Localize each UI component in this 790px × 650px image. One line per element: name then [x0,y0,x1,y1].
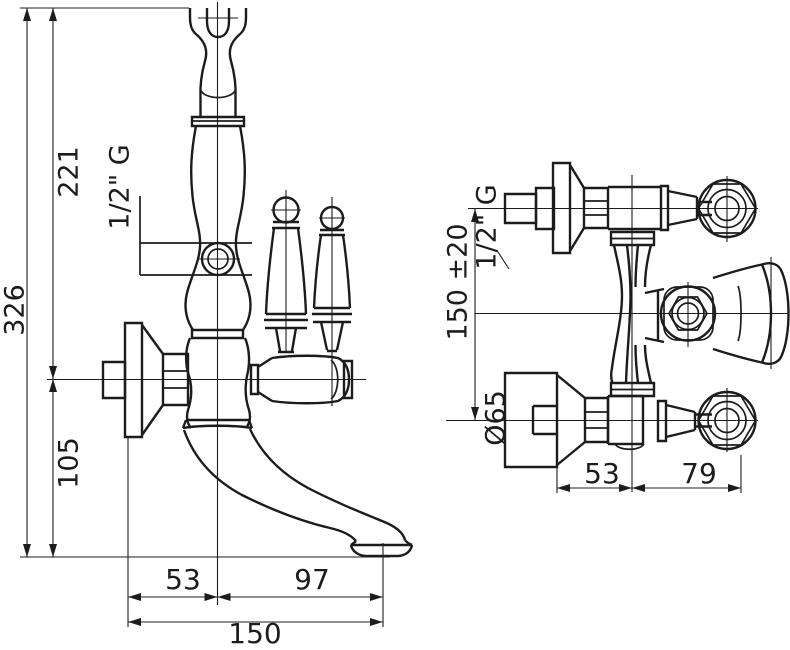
dim-label-overall-height: 326 [0,284,31,336]
fork-cradle [188,8,208,117]
column [184,125,202,331]
side-view-dimensions [20,2,390,627]
spout [248,428,407,541]
front-view-dimensions [446,175,788,493]
dim-label-lower-height: 105 [53,437,85,489]
dim-label-depth-total: 150 [228,617,282,650]
diverter-coupling [249,363,260,396]
upper-union [503,161,757,255]
side-view-linework [101,8,414,558]
dim-label-upper-height: 221 [53,146,85,198]
shower-port [139,196,252,276]
dim-label-centers-distance: 150 ±20 [442,223,474,341]
dim-label-flange-diameter: Ø65 [480,390,512,446]
dim-label-thread-side: 1/2" G [104,144,136,230]
dim-label-thread-front: 1/2" G [471,184,503,270]
central-column [609,230,656,398]
dim-label-axis-to-spout: 97 [294,563,330,596]
dim-label-front-wall-to-axis: 53 [584,457,620,490]
dim-label-wall-to-axis: 53 [165,563,201,596]
dim-label-front-axis-to-handle: 79 [681,457,717,490]
